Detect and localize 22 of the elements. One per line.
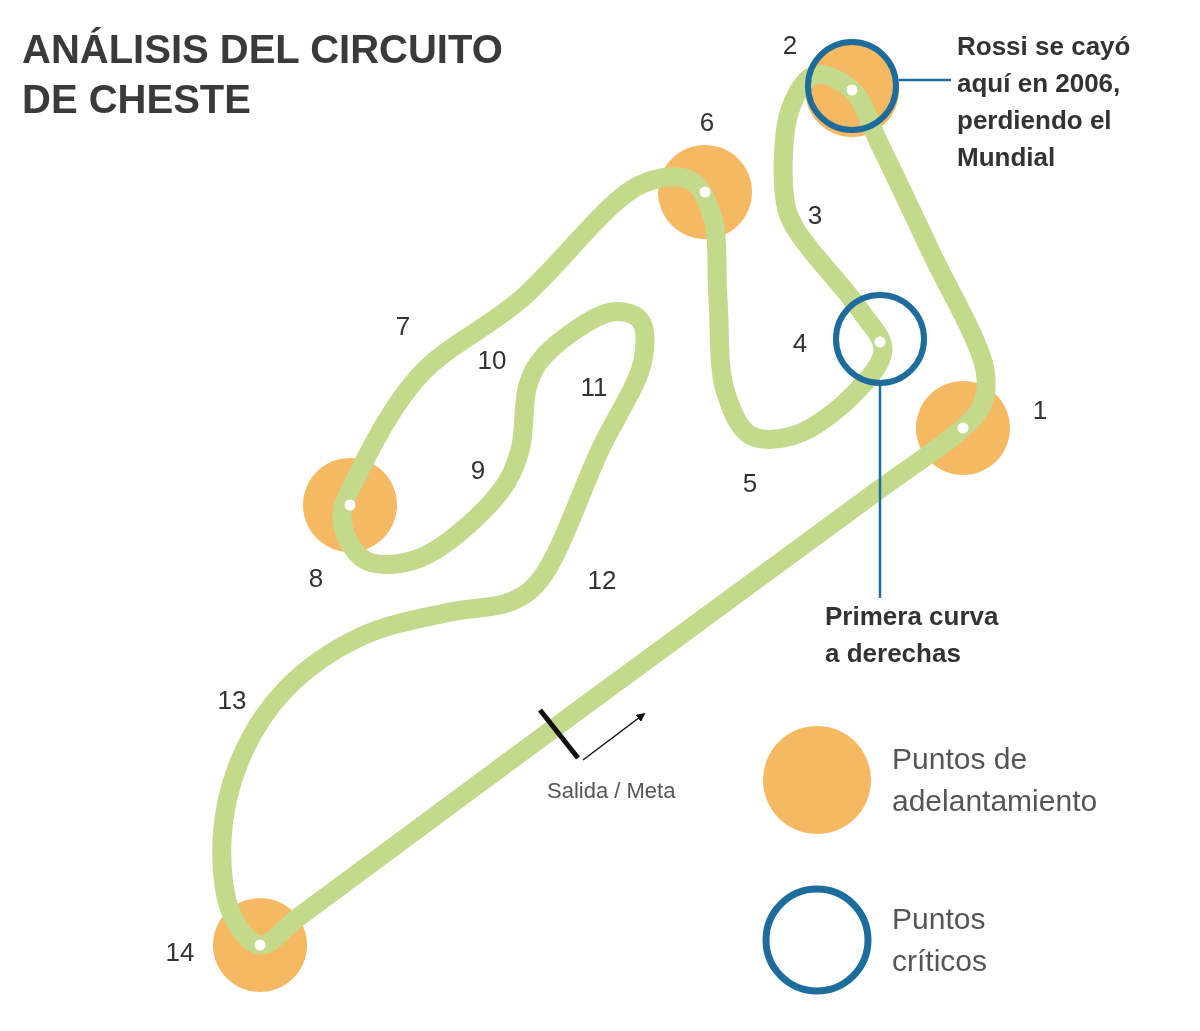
turn-number: 6	[699, 106, 715, 138]
start-finish-label: Salida / Meta	[547, 778, 676, 804]
turn-number: 10	[477, 344, 507, 376]
turn-number: 8	[308, 562, 324, 594]
turn-number: 14	[165, 936, 195, 968]
turn-number: 9	[470, 454, 486, 486]
turn-number: 3	[807, 199, 823, 231]
leader-line	[899, 78, 951, 82]
legend-text: Puntos críticos	[892, 901, 988, 979]
callout-text: Rossi se cayó aquí en 2006, perdiendo el Mundial	[957, 30, 1132, 174]
turn-number: 4	[792, 327, 808, 359]
turn-number: 11	[580, 371, 608, 403]
leader-line	[878, 386, 882, 598]
legend-text: Puntos de adelantamiento	[892, 741, 1099, 819]
turn-number: 1	[1032, 394, 1048, 426]
turn-number: 7	[395, 310, 411, 342]
turn-number: 2	[782, 29, 798, 61]
callout-text: Primera curva a derechas	[825, 600, 1000, 670]
turn-number: 5	[742, 467, 758, 499]
turn-number: 13	[217, 684, 247, 716]
title: ANÁLISIS DEL CIRCUITO DE CHESTE	[22, 26, 504, 123]
turn-number: 12	[587, 564, 617, 596]
